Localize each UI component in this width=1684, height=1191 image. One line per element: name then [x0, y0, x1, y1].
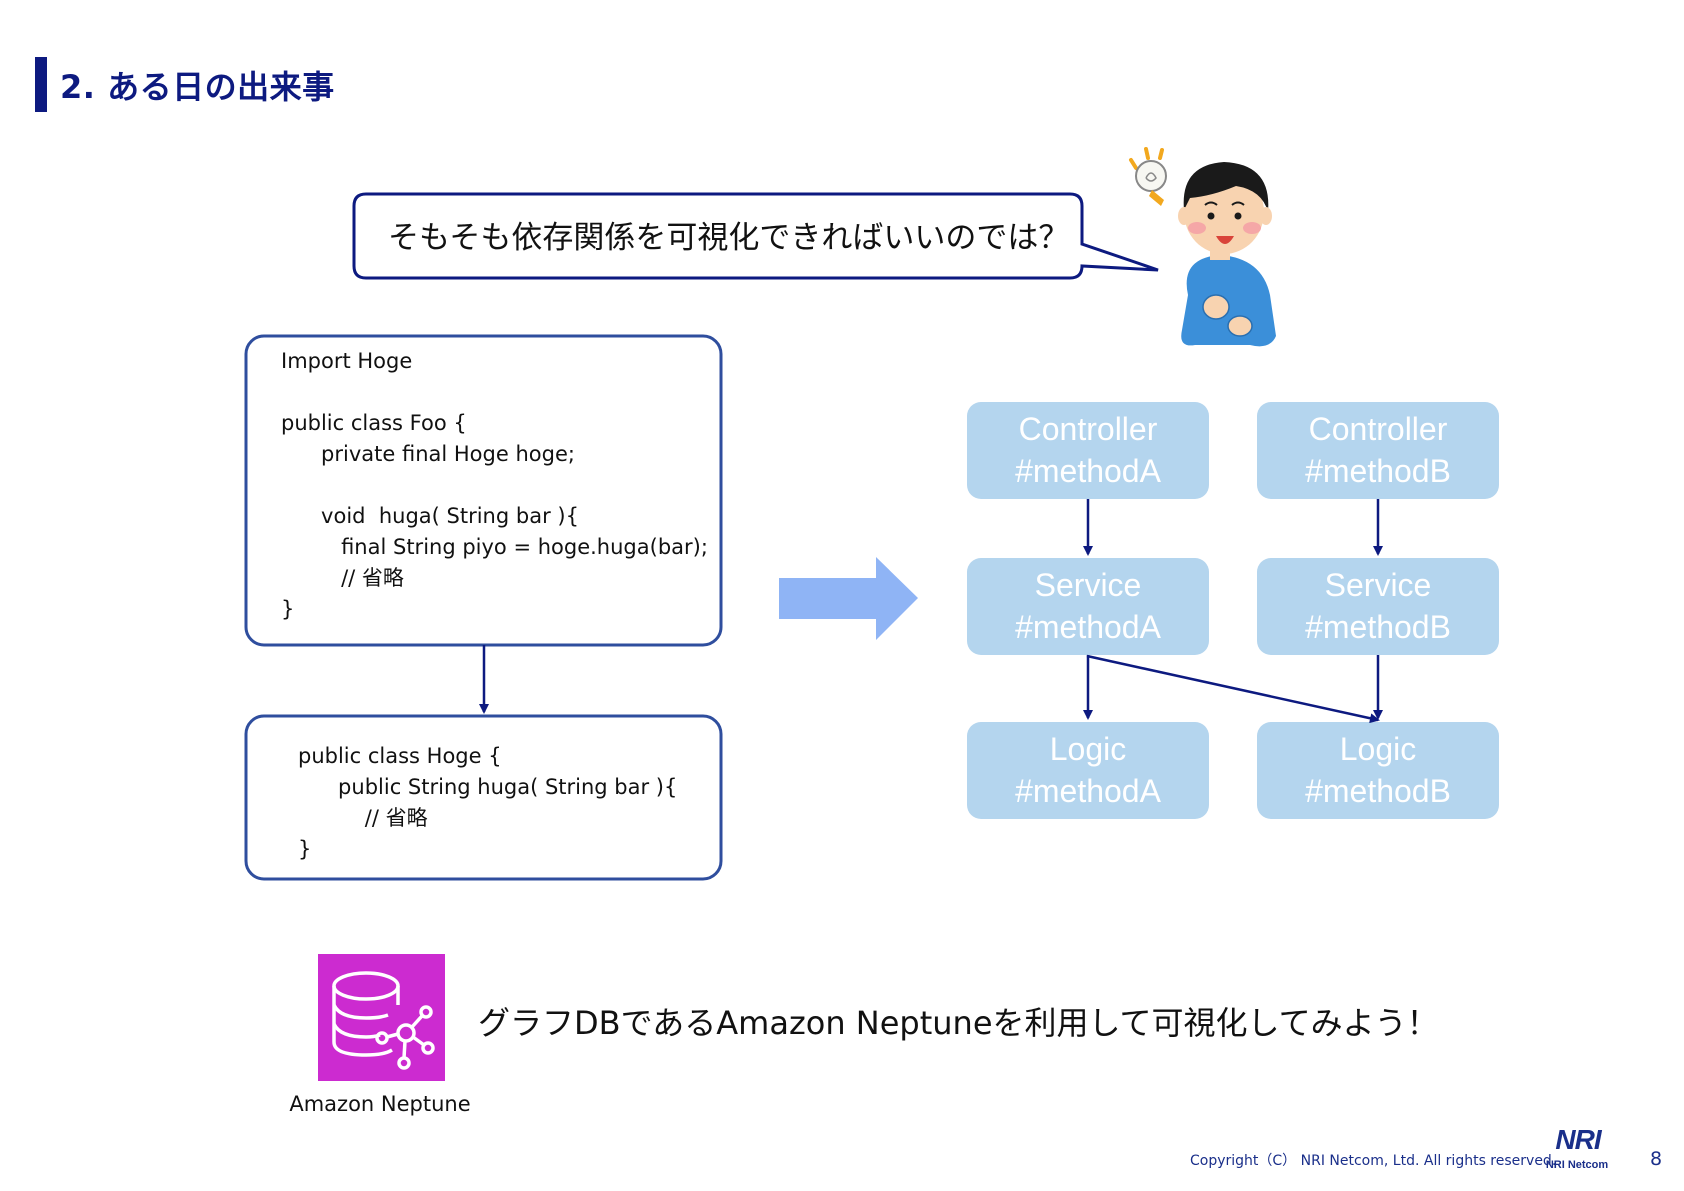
graph-node-line1: Controller [1018, 411, 1158, 447]
graph-node-line1: Logic [1049, 731, 1127, 767]
graph-node-line1: Logic [1339, 731, 1417, 767]
graph-node-line1: Service [1034, 567, 1142, 603]
graph-node-line2: #methodA [1015, 453, 1161, 489]
graph-node-label-logic-a: Logic #methodA [967, 728, 1209, 812]
graph-node-svc-b [1257, 558, 1499, 655]
graph-node-line1: Controller [1308, 411, 1448, 447]
graph-node-logic-a [967, 722, 1209, 819]
title-accent-bar [35, 57, 47, 112]
graph-node-logic-b [1257, 722, 1499, 819]
code-foo-text: Import Hoge public class Foo { private f… [281, 349, 708, 621]
code-box-hoge [244, 714, 723, 881]
neptune-caption: Amazon Neptune [289, 1092, 471, 1116]
speech-bubble-text: そもそも依存関係を可視化できればいいのでは？ [388, 220, 1070, 256]
graph-node-label-ctrl-b: Controller #methodB [1257, 408, 1499, 492]
graph-node-label-svc-a: Service #methodA [967, 564, 1209, 648]
graph-node-line1: Service [1324, 567, 1432, 603]
graph-edge-svc-a-logic-b [1086, 654, 1380, 724]
page-number: 8 [1650, 1148, 1663, 1170]
graph-node-layer [967, 402, 1499, 819]
speech-bubble [352, 192, 1159, 280]
nri-logo: NRI [1555, 1124, 1601, 1155]
graph-node-line2: #methodB [1305, 773, 1451, 809]
graph-node-ctrl-b [1257, 402, 1499, 499]
neptune-message: グラフDBであるAmazon Neptuneを利用して可視化してみよう！ [478, 1004, 1439, 1042]
graph-node-line2: #methodB [1305, 609, 1451, 645]
code-hoge-text: public class Hoge { public String huga( … [298, 744, 678, 861]
page-title: 2. ある日の出来事 [60, 68, 335, 106]
graph-node-line2: #methodA [1015, 773, 1161, 809]
right-arrow-icon [779, 557, 918, 640]
copyright-text: Copyright（C） NRI Netcom, Ltd. All rights… [1190, 1153, 1557, 1169]
graph-node-label-logic-b: Logic #methodB [1257, 728, 1499, 812]
graph-edge-layer [1083, 499, 1383, 724]
graph-node-svc-a [967, 558, 1209, 655]
neptune-database-icon [318, 954, 445, 1081]
graph-node-line2: #methodB [1305, 453, 1451, 489]
nri-netcom-logo-text: NRI Netcom [1545, 1159, 1609, 1171]
graph-node-label-svc-b: Service #methodB [1257, 564, 1499, 648]
graph-node-line2: #methodA [1015, 609, 1161, 645]
graph-node-ctrl-a [967, 402, 1209, 499]
person-lightbulb-icon [1129, 147, 1276, 347]
graph-node-label-ctrl-a: Controller #methodA [967, 408, 1209, 492]
